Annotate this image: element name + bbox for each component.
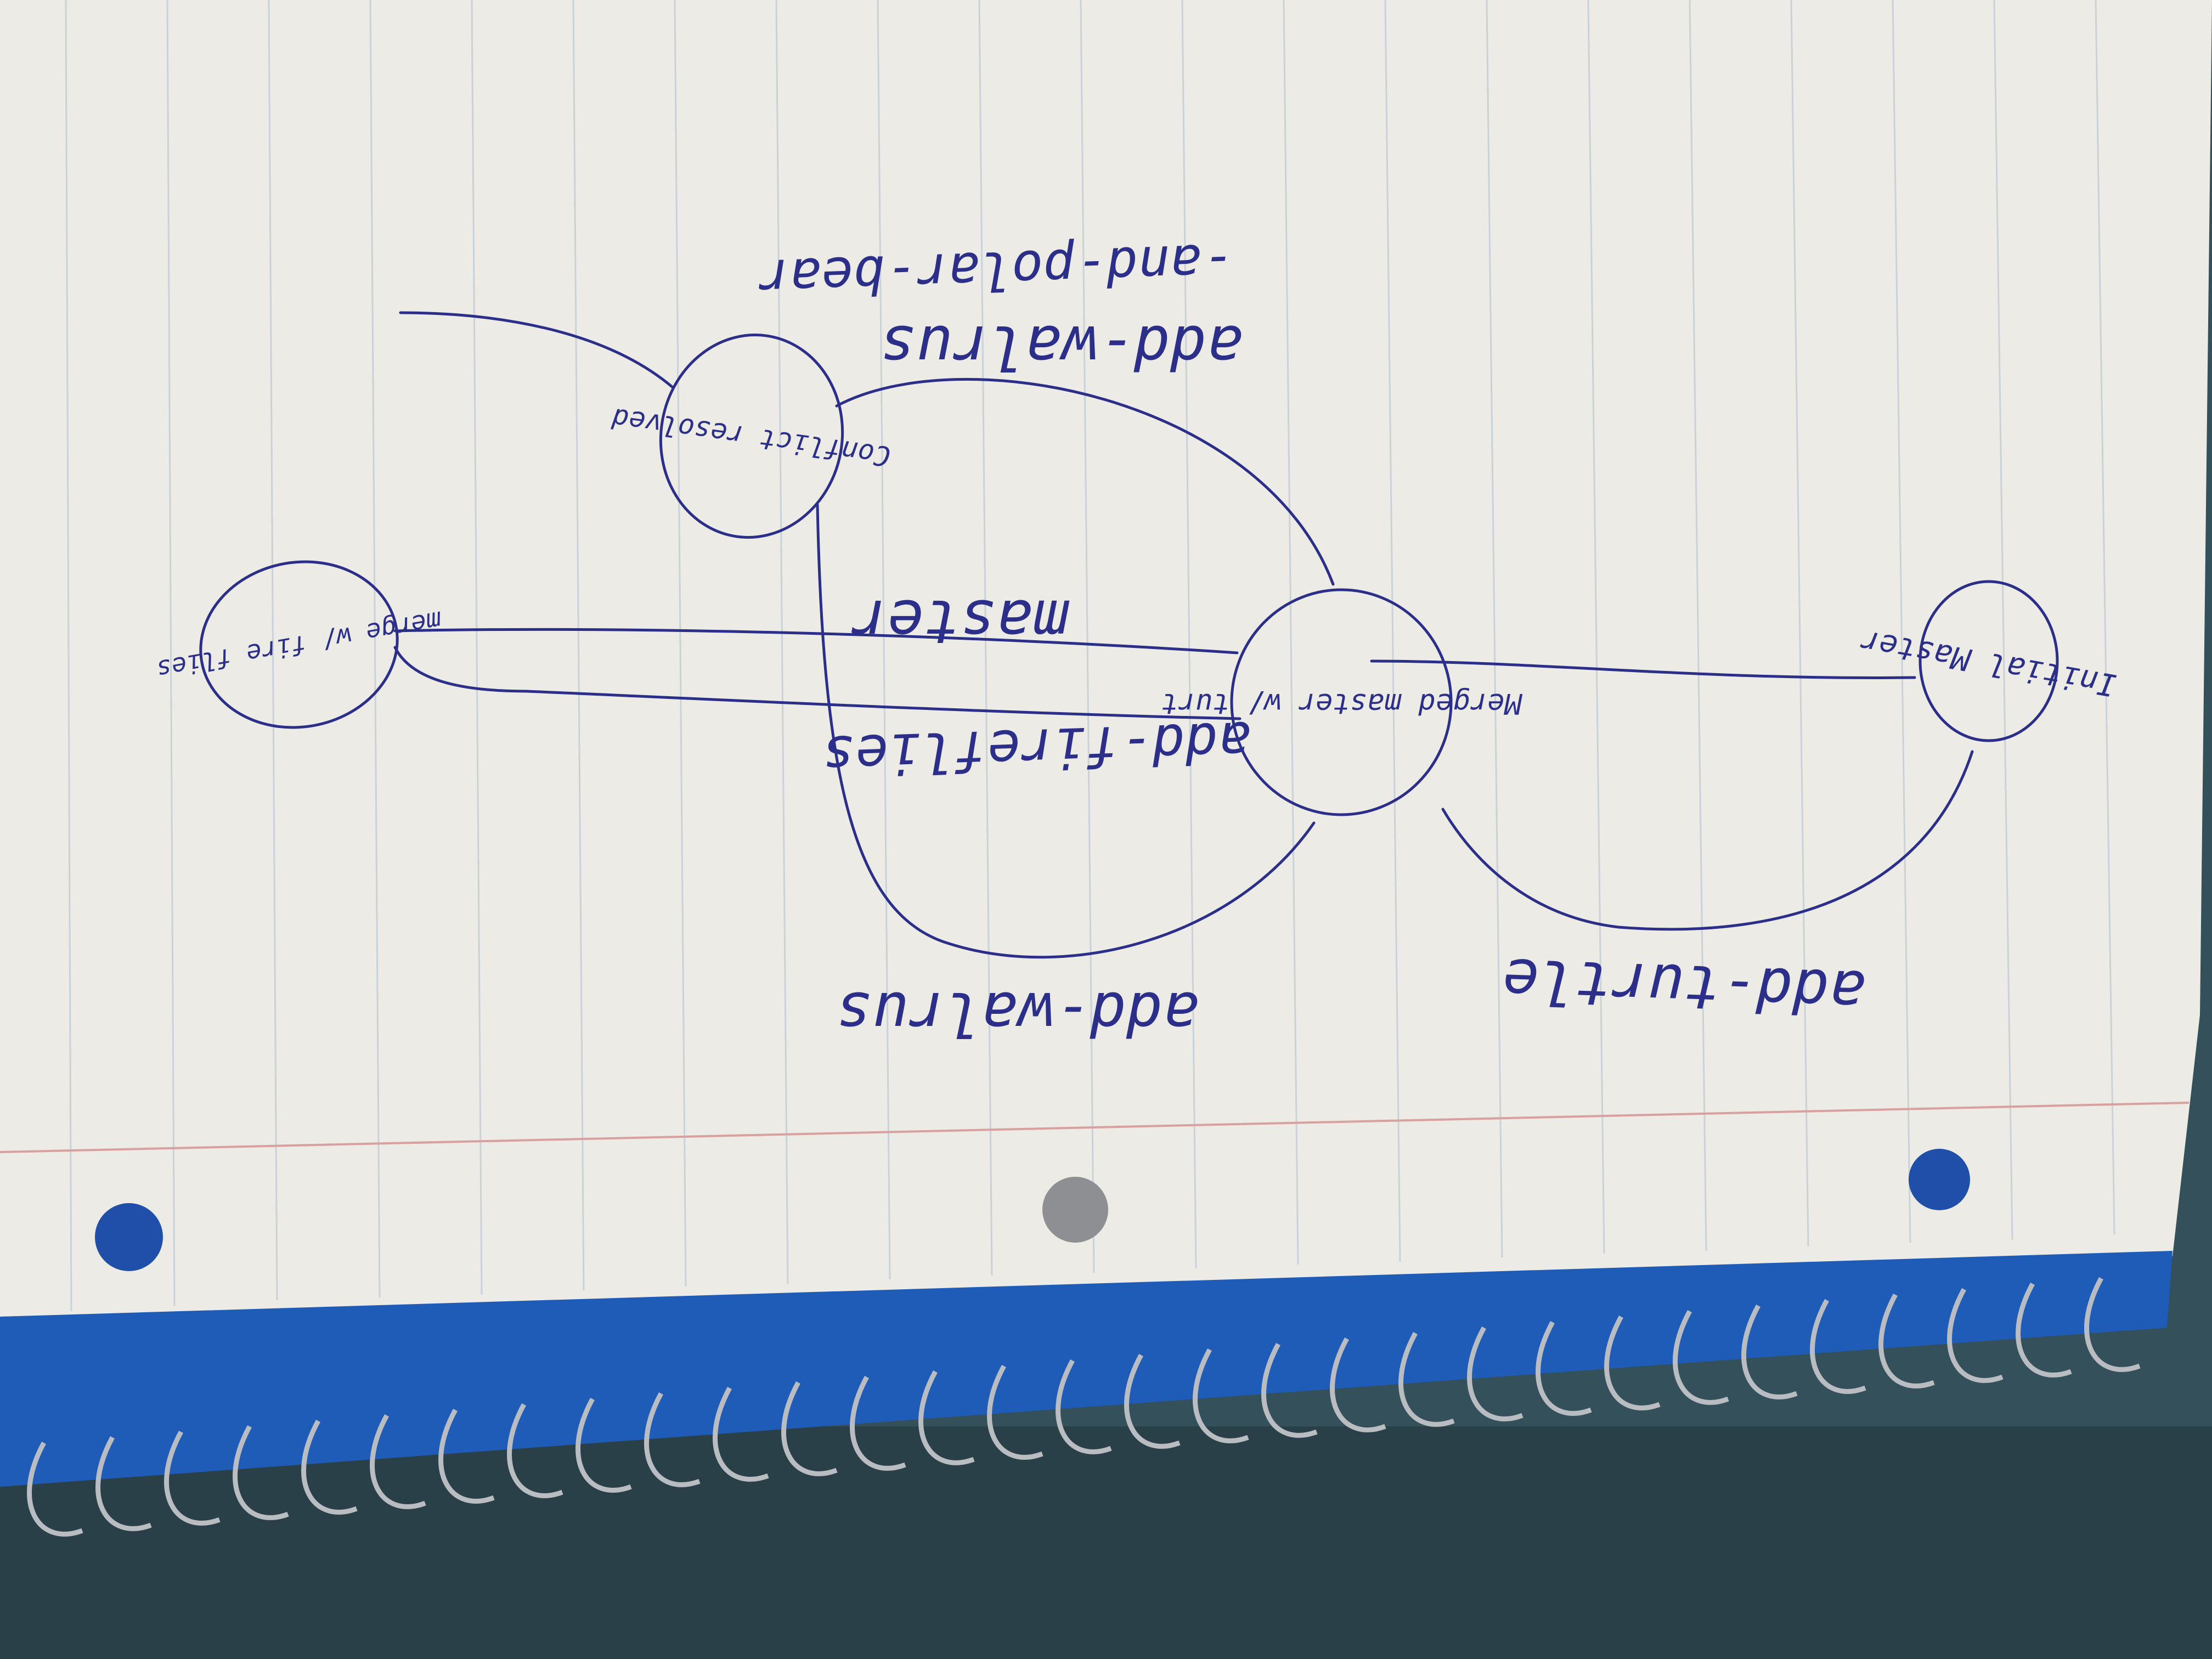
edge-add-fireflies-line: [393, 646, 1242, 720]
edge-add-walrus-top-arc: [835, 377, 1335, 586]
edge-master-line: [393, 628, 1239, 654]
punch-hole-right: [1909, 1149, 1970, 1210]
diagram: [199, 311, 2059, 959]
punch-hole-center: [1042, 1177, 1108, 1243]
label-master: master: [851, 586, 1069, 657]
node-merge-fireflies-circle: [199, 560, 399, 729]
label-add-turtle: add-turtle: [1502, 945, 1867, 1028]
label-add-walrus-top: add-walrus: [880, 312, 1243, 382]
punch-hole-left: [95, 1203, 163, 1271]
node-initial-master-circle: [1918, 580, 2059, 742]
edge-initial-to-merged-straight: [1370, 659, 1916, 679]
denim-shadow: [0, 1426, 2212, 1659]
edge-conflict-to-left: [399, 311, 674, 388]
label-merged-master: Merged master w/ turt: [1161, 687, 1522, 720]
label-add-walrus-bottom: add-walrus: [836, 979, 1199, 1049]
margin-line: [0, 1102, 2190, 1153]
edge-add-turtle-arc: [1441, 750, 1974, 931]
edge-add-walrus-bottom-arc: [816, 503, 1316, 959]
label-add-fireflies: add-fireflies: [821, 709, 1252, 788]
spiral-binding: [27, 1277, 2141, 1537]
punch-holes: [95, 1149, 1970, 1271]
node-merged-master-circle: [1230, 588, 1453, 816]
binding-tape: [0, 1251, 2172, 1487]
node-conflict-resolved-circle: [659, 334, 844, 539]
ruled-lines: [65, 0, 2115, 1312]
